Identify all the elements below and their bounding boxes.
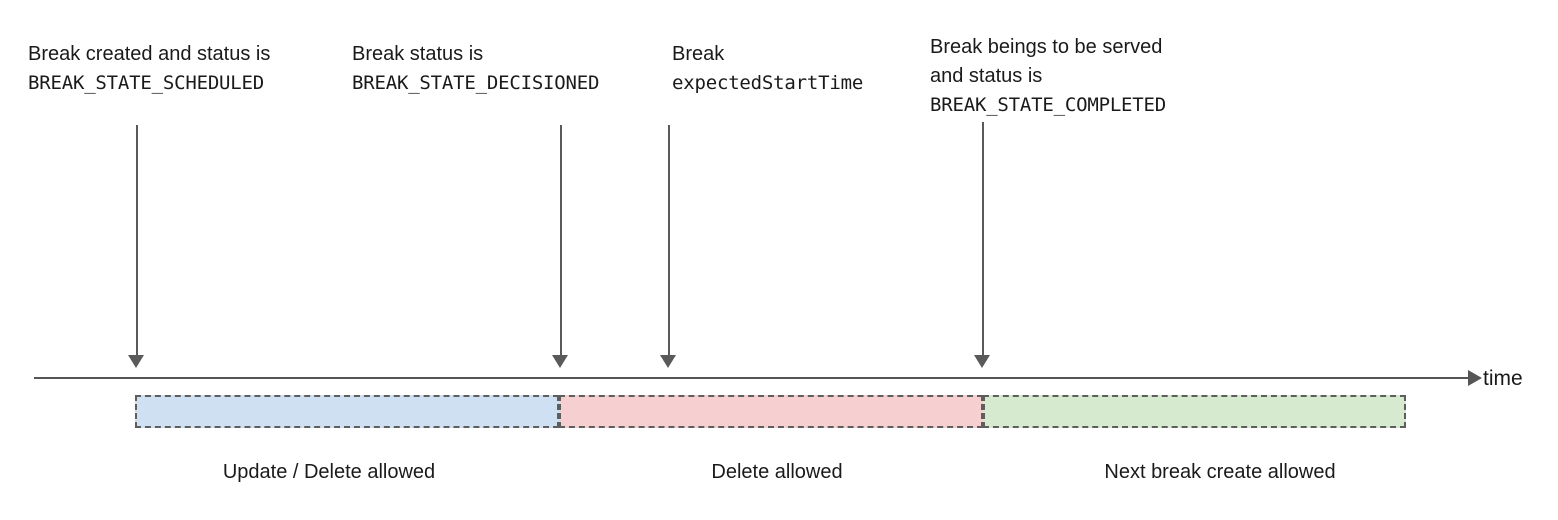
annotation-completed-line-1: Break beings to be served (930, 36, 1163, 58)
annotation-completed: Break beings to be served and status is … (930, 33, 1166, 120)
time-axis-line (34, 377, 1470, 379)
annotation-decisioned-status-constant: BREAK_STATE_DECISIONED (352, 72, 600, 94)
pointer-arrowhead-expected-start-time (660, 355, 676, 368)
caption-delete-allowed: Delete allowed (711, 461, 843, 483)
annotation-completed-line-2: and status is (930, 65, 1043, 87)
annotation-expected-start-time-field: expectedStartTime (672, 72, 864, 94)
time-axis-label: time (1483, 367, 1523, 390)
annotation-expected-start-time-line-1: Break (672, 43, 725, 65)
pointer-arrowhead-decisioned (552, 355, 568, 368)
annotation-scheduled-line-1: Break created and status is (28, 43, 271, 65)
pointer-arrowhead-completed (974, 355, 990, 368)
annotation-decisioned-line-1: Break status is (352, 43, 484, 65)
caption-next-break-create-allowed: Next break create allowed (1104, 461, 1336, 483)
pointer-arrowhead-scheduled (128, 355, 144, 368)
phase-bar-delete-only (559, 395, 983, 428)
phase-bar-update-delete (135, 395, 559, 428)
annotation-expected-start-time: Break expectedStartTime (672, 40, 863, 98)
annotation-decisioned: Break status is BREAK_STATE_DECISIONED (352, 40, 599, 98)
annotation-scheduled: Break created and status is BREAK_STATE_… (28, 40, 270, 98)
pointer-line-scheduled (136, 125, 138, 356)
caption-update-delete-allowed: Update / Delete allowed (222, 461, 436, 483)
annotation-scheduled-status-constant: BREAK_STATE_SCHEDULED (28, 72, 265, 94)
pointer-line-expected-start-time (668, 125, 670, 356)
annotation-completed-status-constant: BREAK_STATE_COMPLETED (930, 94, 1167, 116)
pointer-line-completed (982, 122, 984, 356)
phase-bar-next-break (983, 395, 1406, 428)
arrow-right-icon (1468, 370, 1482, 386)
pointer-line-decisioned (560, 125, 562, 356)
